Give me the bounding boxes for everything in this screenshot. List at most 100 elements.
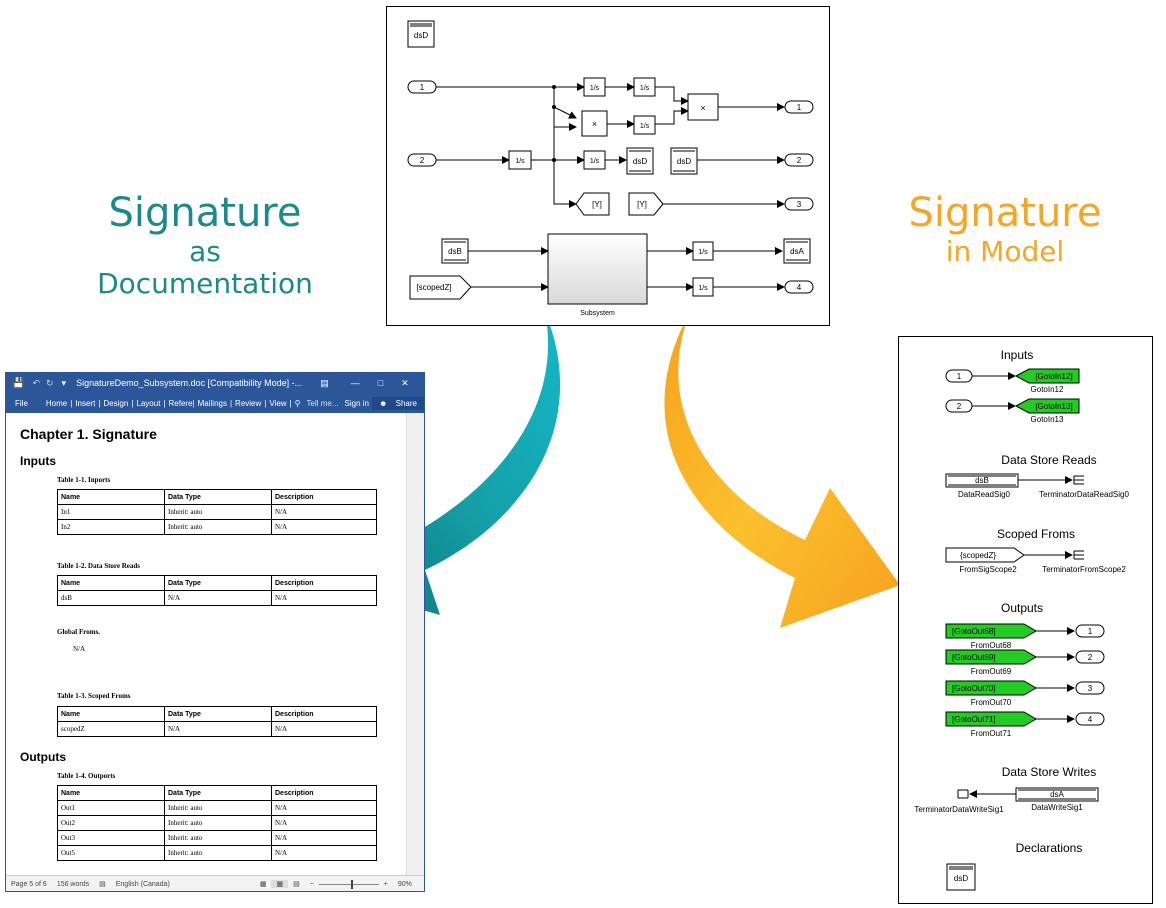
output-port-1[interactable]: 1 <box>1075 624 1105 638</box>
tab-insert[interactable]: Insert <box>75 398 96 408</box>
integrator-block[interactable]: 1/s <box>583 77 606 97</box>
read-mode-icon[interactable]: ▦ <box>259 881 267 888</box>
integrator-block[interactable]: 1/s <box>692 277 714 297</box>
input-port-2[interactable]: 2 <box>945 399 973 413</box>
product-block[interactable]: × <box>687 93 719 121</box>
from-Y-block[interactable]: [Y] <box>628 192 664 216</box>
dsB-read-block[interactable]: dsB <box>441 238 469 264</box>
share-button[interactable]: ☻ Share <box>371 396 424 410</box>
page-count[interactable]: Page 5 of 6 <box>11 880 47 888</box>
table-cell: Out1 <box>57 800 165 816</box>
terminator-read-label: TerminatorDataReadSig0 <box>1039 490 1129 499</box>
section-inputs: Inputs <box>1001 348 1034 362</box>
vertical-scrollbar[interactable] <box>406 413 424 875</box>
integrator-block[interactable]: 1/s <box>508 150 532 170</box>
tab-mailings[interactable]: Mailings <box>197 398 227 408</box>
svg-text:1/s: 1/s <box>698 249 708 256</box>
from-out71-label: FromOut71 <box>971 729 1012 738</box>
goto-in13-block[interactable]: [GotoIn13] <box>1014 398 1080 414</box>
inport-1-label: 1 <box>420 83 425 92</box>
outport-3[interactable]: 3 <box>784 197 814 211</box>
document-page[interactable]: Chapter 1. Signature Inputs Table 1-1. I… <box>6 413 406 875</box>
zoom-slider[interactable] <box>318 879 379 889</box>
minimize-icon[interactable]: — <box>350 378 360 388</box>
inports-table: Name Data Type Description In1 Inherit: … <box>57 489 377 535</box>
ribbon-display-icon[interactable]: ▤ <box>320 377 329 388</box>
table-cell: Inherit: auto <box>164 519 272 535</box>
output-port-2[interactable]: 2 <box>1075 650 1105 664</box>
from-out71-block[interactable]: [GotoOut71] <box>945 711 1037 727</box>
zoom-slider-thumb[interactable] <box>350 879 353 889</box>
integrator-block[interactable]: 1/s <box>583 150 606 170</box>
zoom-out-button[interactable]: − <box>309 880 314 888</box>
tab-layout[interactable]: Layout <box>136 398 161 408</box>
dsD-declaration-block[interactable]: dsD <box>946 863 976 891</box>
tab-references[interactable]: References <box>168 398 193 408</box>
integrator-block[interactable]: 1/s <box>692 241 714 261</box>
undo-icon[interactable]: ↶ <box>32 377 40 388</box>
ds-read-block[interactable]: dsB <box>945 473 1019 488</box>
tab-review[interactable]: Review <box>235 398 262 408</box>
table-cell: N/A <box>271 504 377 520</box>
output-port-3[interactable]: 3 <box>1075 681 1105 695</box>
table-cell: Inherit: auto <box>164 830 272 846</box>
table-caption: Table 1-1. Inports <box>57 476 111 484</box>
tab-view[interactable]: View <box>269 398 287 408</box>
svg-text:dsA: dsA <box>1050 790 1064 799</box>
svg-text:2: 2 <box>1088 653 1093 662</box>
outport-2[interactable]: 2 <box>784 153 814 167</box>
dsD-write-block[interactable]: dsD <box>626 147 654 175</box>
integrator-block[interactable]: 1/s <box>633 115 656 135</box>
scoped-from-block[interactable]: {scopedZ} <box>945 547 1025 563</box>
sign-in-link[interactable]: Sign in <box>344 398 369 408</box>
redo-icon[interactable]: ↻ <box>46 377 54 388</box>
proofing-icon[interactable]: ▤ <box>99 881 106 888</box>
table-row: Out5 Inherit: auto N/A <box>57 845 377 861</box>
output-port-4[interactable]: 4 <box>1075 712 1105 726</box>
goto-in12-block[interactable]: [GotoIn12] <box>1014 368 1080 384</box>
from-out68-block[interactable]: [GotoOut68] <box>945 623 1037 639</box>
terminator-icon[interactable] <box>1073 475 1084 485</box>
outport-1[interactable]: 1 <box>784 100 814 114</box>
print-layout-icon[interactable]: ▦ <box>271 880 289 888</box>
inport-2-label: 2 <box>420 156 425 165</box>
customize-icon[interactable]: ▾ <box>61 377 67 388</box>
ds-write-block[interactable]: dsA <box>1015 787 1099 802</box>
inport-1[interactable]: 1 <box>407 80 437 94</box>
word-count[interactable]: 156 words <box>56 880 90 888</box>
table-caption: Table 1-3. Scoped Froms <box>57 692 131 700</box>
col-header: Description <box>271 785 377 801</box>
col-header: Description <box>271 575 377 591</box>
scopedZ-from-block[interactable]: [scopedZ] <box>409 275 472 300</box>
language[interactable]: English (Canada) <box>115 880 170 888</box>
heading-documentation: Signature as Documentation <box>80 190 330 300</box>
subsystem-block[interactable]: Subsystem <box>547 233 648 317</box>
integrator-block[interactable]: 1/s <box>633 77 656 97</box>
tell-me-box[interactable]: Tell me... <box>306 398 339 408</box>
save-icon[interactable]: 💾 <box>12 377 25 389</box>
product-block[interactable]: × <box>581 110 608 137</box>
outport-4[interactable]: 4 <box>784 280 814 294</box>
svg-text:1: 1 <box>797 103 802 112</box>
tab-design[interactable]: Design <box>103 398 129 408</box>
from-out69-block[interactable]: [GotoOut69] <box>945 649 1037 665</box>
inport-2[interactable]: 2 <box>407 153 437 167</box>
table-cell: N/A <box>271 721 377 737</box>
dsD-declaration-block[interactable]: dsD <box>407 20 435 48</box>
web-layout-icon[interactable]: ▤ <box>293 881 300 888</box>
terminator-icon[interactable] <box>957 789 969 799</box>
terminator-icon[interactable] <box>1073 550 1084 560</box>
close-icon[interactable]: ✕ <box>401 377 409 388</box>
tab-home[interactable]: Home <box>45 398 68 408</box>
dsD-read-block[interactable]: dsD <box>670 147 698 175</box>
zoom-in-button[interactable]: + <box>383 880 388 888</box>
tab-file[interactable]: File <box>15 398 28 408</box>
table-cell: N/A <box>271 845 377 861</box>
zoom-level[interactable]: 90% <box>397 880 412 888</box>
table-cell: N/A <box>271 830 377 846</box>
goto-Y-block[interactable]: [Y] <box>575 192 610 216</box>
dsA-write-block[interactable]: dsA <box>783 238 811 264</box>
maximize-icon[interactable]: □ <box>377 378 384 388</box>
from-out70-block[interactable]: [GotoOut70] <box>945 680 1037 696</box>
input-port-1[interactable]: 1 <box>945 369 973 383</box>
